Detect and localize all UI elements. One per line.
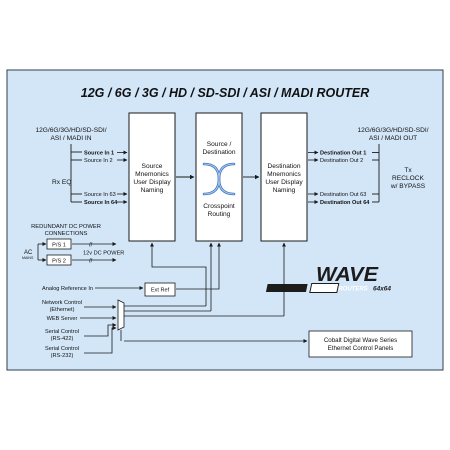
- ps2-break-mark: //: [89, 258, 93, 264]
- serial-232-line2: (RS-232): [51, 353, 74, 359]
- logo-size: 64x64: [373, 286, 391, 293]
- dest-out-64: Destination Out 64: [320, 200, 370, 206]
- ps1-label: P/S 1: [52, 242, 66, 248]
- input-header-line1: 12G/6G/3G/HD/SD-SDI/: [35, 127, 106, 134]
- output-header-line2: ASI / MADI OUT: [369, 135, 417, 142]
- dest-naming-block: [260, 112, 308, 242]
- power-header-line1: REDUNDANT DC POWER: [31, 224, 101, 230]
- ac-label: AC: [24, 250, 33, 256]
- dest-naming-line1: Destination: [268, 163, 301, 170]
- tx-line1: Tx: [404, 167, 412, 174]
- ext-ref-box: [144, 282, 176, 297]
- control-panels-box: [308, 330, 413, 358]
- rx-eq-label: Rx EQ: [52, 179, 71, 186]
- input-header-line2: ASI / MADI IN: [50, 135, 91, 142]
- logo-size-box: [309, 283, 340, 293]
- source-naming-line4: Naming: [141, 187, 164, 194]
- input-bracket: [70, 144, 82, 203]
- source-in-1: Source In 1: [84, 151, 114, 157]
- serial-422-line2: (RS-422): [51, 336, 74, 342]
- crosspoint-x-highlight: [203, 163, 235, 195]
- source-in-64: Source In 64: [84, 200, 118, 206]
- tx-line3: w/ BYPASS: [390, 183, 426, 190]
- crosspoint-top-line2: Destination: [203, 149, 236, 156]
- dest-out-63: Destination Out 63: [320, 192, 366, 198]
- output-bracket: [372, 144, 380, 203]
- dest-out-1: Destination Out 1: [320, 151, 366, 157]
- source-input-arrows: [117, 150, 128, 204]
- logo-routers-bar: [265, 284, 308, 292]
- ps2-box: [46, 254, 72, 266]
- dest-output-arrows: [308, 150, 319, 204]
- source-in-63: Source In 63: [84, 192, 116, 198]
- source-naming-line1: Source: [142, 163, 163, 170]
- logo-routers: ROUTERS: [338, 287, 367, 293]
- dest-out-2: Destination Out 2: [320, 158, 363, 164]
- ps2-label: P/S 2: [52, 258, 66, 264]
- output-header-line1: 12G/6G/3G/HD/SD-SDI/: [357, 127, 428, 134]
- control-panels-line2: Ethernet Control Panels: [328, 345, 394, 352]
- ps1-box: [46, 238, 72, 250]
- crosspoint-top-line1: Source /: [207, 141, 232, 148]
- serial-422-line1: Serial Control: [45, 329, 79, 335]
- wave-routers-logo: WAVE ROUTERS 64x64: [265, 264, 391, 293]
- analog-ref-label: Analog Reference In: [42, 286, 93, 292]
- power-header-line2: CONNECTIONS: [45, 231, 88, 237]
- control-panels-line1: Cobalt Digital Wave Series: [324, 337, 397, 344]
- dc-power-label: 12v DC POWER: [83, 251, 124, 257]
- logo-wave: WAVE: [316, 264, 379, 286]
- source-naming-line3: User Display: [133, 179, 171, 186]
- ac-feed-lines: [37, 242, 117, 262]
- web-server-label: WEB Server: [47, 316, 78, 322]
- source-naming-line2: Mnemonics: [135, 171, 169, 178]
- control-mux: [117, 299, 125, 331]
- mains-label: MAINS: [22, 256, 34, 260]
- dest-naming-line2: Mnemonics: [267, 171, 301, 178]
- dest-naming-line3: User Display: [265, 179, 303, 186]
- diagram-title: 12G / 6G / 3G / HD / SD-SDI / ASI / MADI…: [81, 86, 369, 100]
- dest-naming-line4: Naming: [273, 187, 296, 194]
- source-naming-block: [128, 112, 176, 242]
- tx-line2: RECLOCK: [392, 175, 424, 182]
- source-in-2: Source In 2: [84, 158, 113, 164]
- network-control-line2: (Ethernet): [50, 307, 75, 313]
- serial-232-line1: Serial Control: [45, 346, 79, 352]
- ext-ref-label: Ext Ref: [151, 288, 170, 294]
- control-wiring: [80, 242, 308, 354]
- network-control-line1: Network Control: [42, 300, 82, 306]
- crosspoint-bottom-line1: Crosspoint: [203, 203, 235, 210]
- crosspoint-bottom-line2: Routing: [208, 211, 231, 218]
- ps1-break-mark: //: [89, 242, 93, 248]
